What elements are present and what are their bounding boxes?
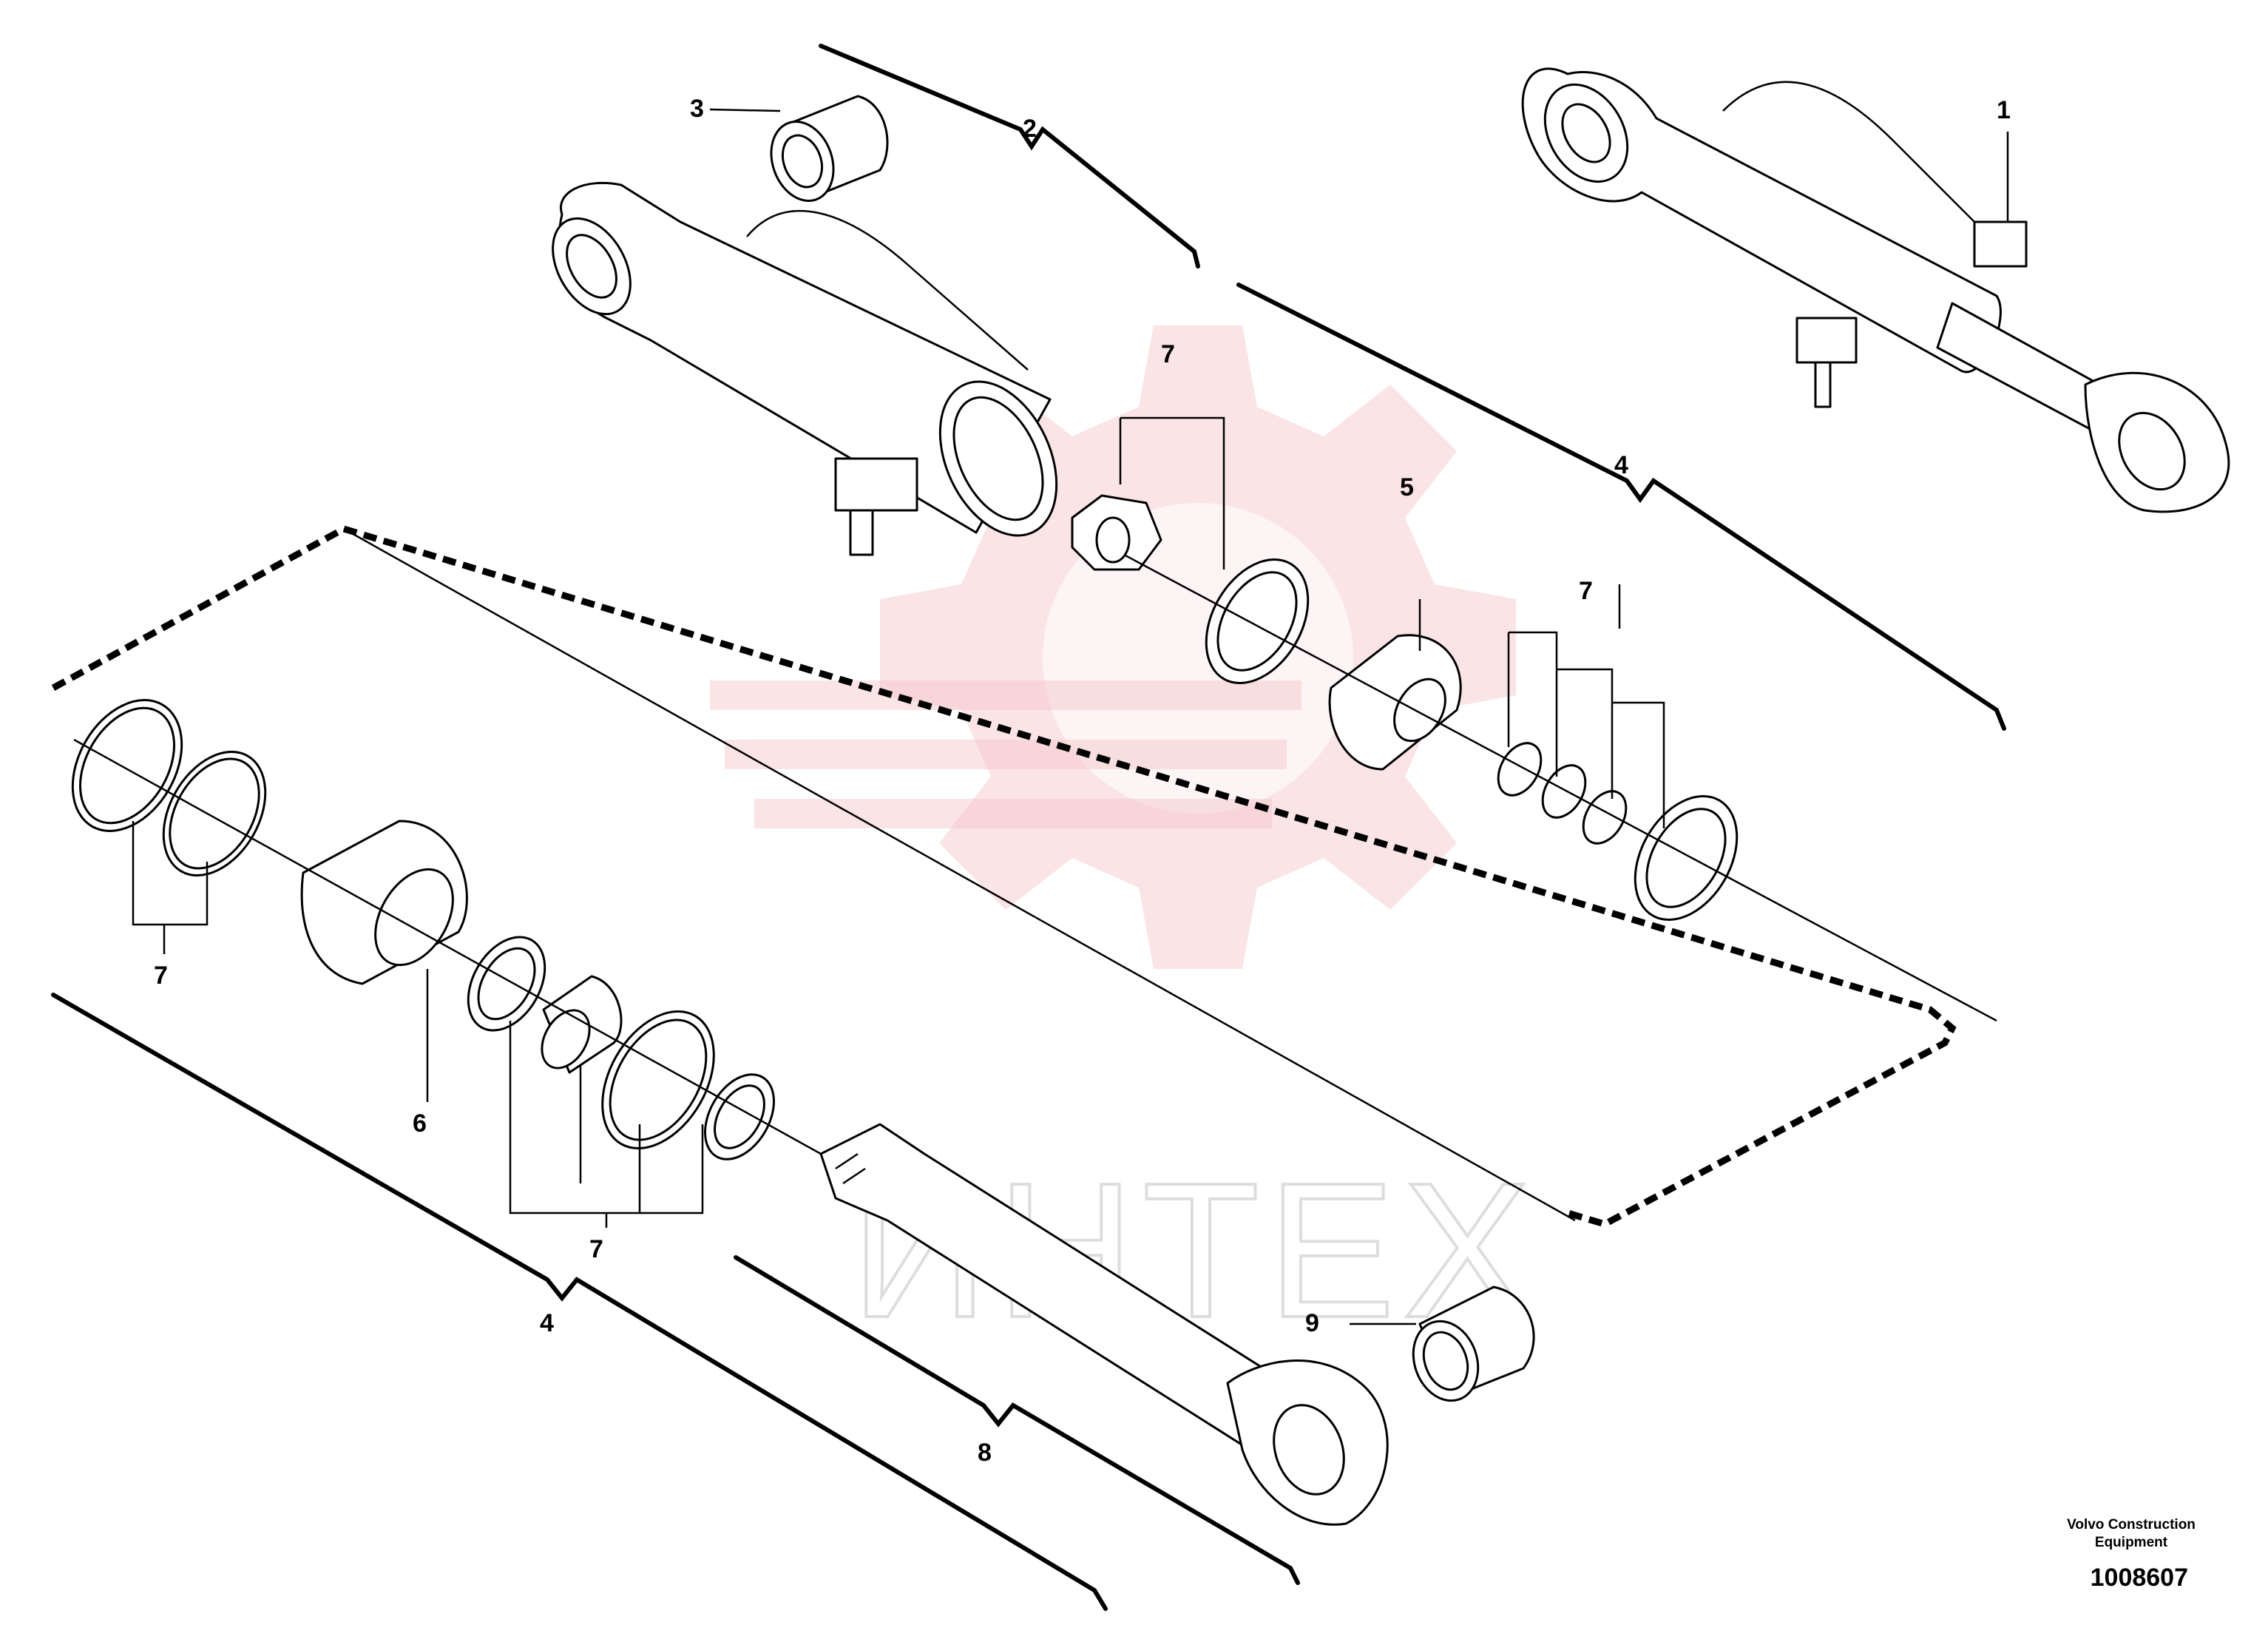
callout-4-top: 4 [1614,451,1628,479]
item-8-piston-rod [819,1123,1389,1526]
callout-3: 3 [690,95,704,123]
brand-line-2: Equipment [2094,1535,2168,1550]
lower-seal-kit [71,699,822,1228]
bracket-item-8 [734,1255,1300,1585]
callout-7-top: 7 [1161,340,1175,368]
callout-labels: 1 2 3 4 5 7 7 7 6 7 4 8 9 [154,95,2011,1467]
callout-7-bottom: 7 [589,1235,603,1263]
callout-5: 5 [1400,473,1414,501]
callout-7-right: 7 [1579,577,1593,605]
bracket-item-2 [819,44,1200,268]
item-3-bushing [709,95,889,202]
brand-label: Volvo Construction Equipment [2039,1516,2224,1552]
callout-9: 9 [1305,1309,1319,1337]
brand-line-1: Volvo Construction [2067,1517,2196,1533]
callout-2: 2 [1023,115,1037,143]
callout-4-bottom: 4 [540,1309,554,1337]
callout-8: 8 [978,1439,992,1467]
document-number: 1008607 [2090,1564,2188,1592]
callout-6: 6 [413,1109,427,1138]
item-2-cylinder-tube [552,181,1058,556]
callout-7-left: 7 [154,962,168,990]
kit-outline-inner [343,527,1576,1222]
bracket-item-4-top [1236,283,2006,731]
watermark: ИНТЕХ [710,325,1532,1359]
callout-1: 1 [1997,96,2011,124]
item-1-hydraulic-cylinder [1521,67,2230,513]
assembly-brackets [51,44,2006,1611]
item-9-bushing [1350,1285,1535,1402]
bracket-item-4-bottom [51,993,1108,1611]
upper-seal-kit [1071,132,2009,1022]
kit-dashed-outline [51,525,1957,1228]
